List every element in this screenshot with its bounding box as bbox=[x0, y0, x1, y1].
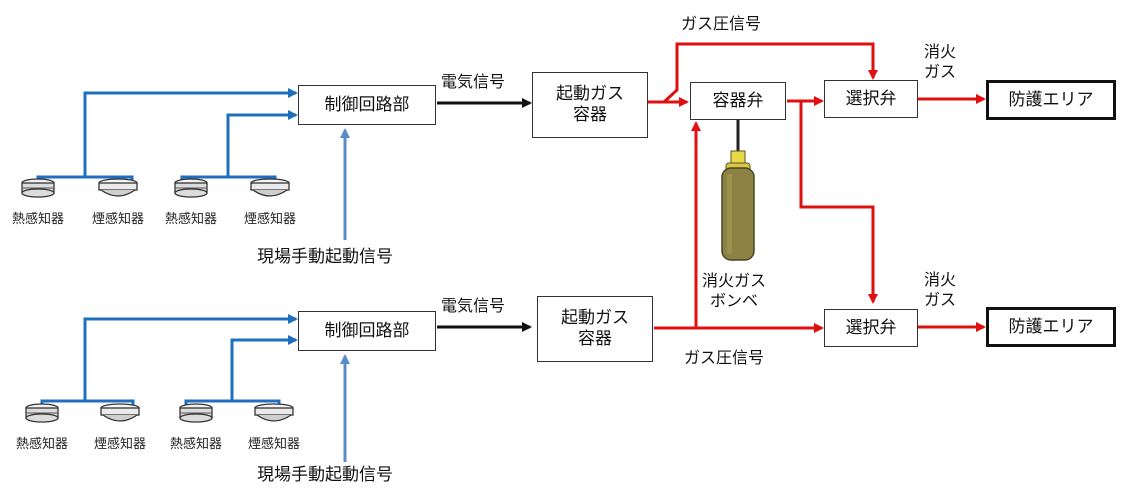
detector-label-heat-top-1: 熱感知器 bbox=[11, 212, 65, 227]
start-gas-container-box-bottom: 起動ガス 容器 bbox=[537, 296, 653, 362]
detector-label-heat-bottom-2: 熱感知器 bbox=[169, 437, 223, 452]
bottom-detector-wiring bbox=[40, 314, 298, 405]
detector-label-smoke-top-2: 煙感知器 bbox=[243, 212, 297, 227]
gas-cylinder bbox=[721, 120, 755, 261]
detector-heat-top-2 bbox=[174, 178, 208, 198]
detector-smoke-bottom-2 bbox=[254, 403, 294, 422]
detector-label-heat-top-2: 熱感知器 bbox=[164, 212, 218, 227]
control-circuit-box-top: 制御回路部 bbox=[298, 85, 436, 125]
detector-label-heat-bottom-1: 熱感知器 bbox=[15, 437, 69, 452]
gas-pressure-signal-label-bottom: ガス圧信号 bbox=[684, 348, 765, 367]
detector-label-smoke-bottom-2: 煙感知器 bbox=[247, 437, 301, 452]
select-valve-box-bottom: 選択弁 bbox=[824, 309, 918, 347]
cylinder-label: 消火ガス ボンベ bbox=[702, 271, 767, 310]
detector-smoke-top-1 bbox=[98, 178, 138, 197]
top-detector-wiring bbox=[36, 88, 298, 180]
manual-signal-label-top: 現場手動起動信号 bbox=[257, 247, 393, 267]
protect-area-box-bottom: 防護エリア bbox=[986, 307, 1116, 347]
detector-label-smoke-bottom-1: 煙感知器 bbox=[93, 437, 147, 452]
gas-lines bbox=[648, 42, 986, 333]
control-circuit-box-bottom: 制御回路部 bbox=[298, 311, 436, 351]
detector-heat-top-1 bbox=[21, 178, 55, 198]
select-valve-box-top: 選択弁 bbox=[824, 80, 918, 118]
detector-heat-bottom-2 bbox=[179, 403, 213, 423]
fire-gas-label-top: 消火 ガス bbox=[924, 42, 957, 81]
detector-smoke-bottom-1 bbox=[100, 403, 140, 422]
detector-heat-bottom-1 bbox=[25, 403, 59, 423]
detector-label-smoke-top-1: 煙感知器 bbox=[91, 212, 145, 227]
electric-signal-label-top: 電気信号 bbox=[441, 72, 506, 91]
detector-smoke-top-2 bbox=[250, 178, 290, 197]
start-gas-container-box-top: 起動ガス 容器 bbox=[532, 72, 648, 138]
fire-gas-label-bottom: 消火 ガス bbox=[924, 270, 957, 309]
container-valve-box: 容器弁 bbox=[690, 82, 786, 120]
manual-signal-label-bottom: 現場手動起動信号 bbox=[257, 465, 393, 485]
electric-signal-label-bottom: 電気信号 bbox=[441, 296, 506, 315]
gas-pressure-signal-label-top: ガス圧信号 bbox=[681, 14, 762, 33]
protect-area-box-top: 防護エリア bbox=[986, 80, 1116, 120]
